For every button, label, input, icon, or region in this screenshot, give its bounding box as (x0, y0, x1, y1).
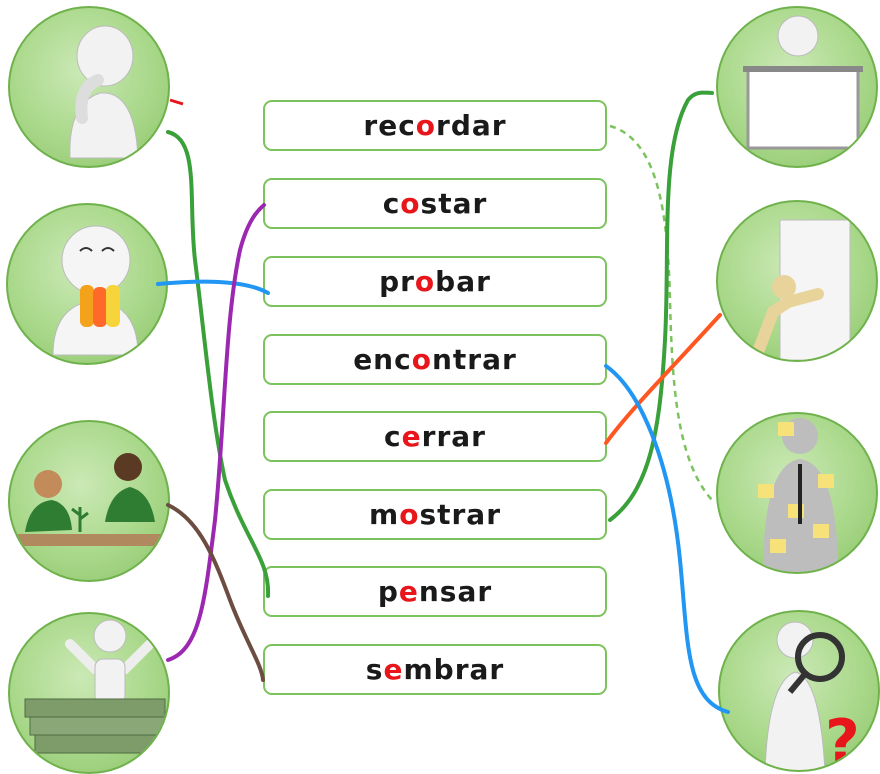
word-highlight-letter: e (401, 420, 422, 453)
word-prefix: rec (363, 109, 416, 142)
picture-tasting-popsicle[interactable] (6, 203, 168, 365)
word-highlight-letter: o (415, 109, 437, 142)
tasting-popsicle-icon (52, 225, 139, 356)
line-planting-to-sembrar (166, 503, 265, 682)
children-planting-icon (15, 453, 168, 546)
picture-children-planting[interactable] (8, 420, 170, 582)
person-with-sticky-notes-icon (758, 418, 838, 572)
picture-person-showing-board[interactable] (716, 6, 878, 168)
line-thinking-to-pensar (166, 130, 271, 598)
line-mostrar-to-board (608, 90, 714, 522)
line-encontrar-to-magnifier (604, 364, 730, 714)
line-popsicle-to-probar (156, 279, 270, 295)
picture-person-with-sticky-notes[interactable] (716, 412, 878, 574)
word-suffix: bar (435, 265, 491, 298)
line-red-tick (169, 98, 184, 106)
word-suffix: ntrar (431, 343, 517, 376)
word-suffix: rrar (421, 420, 486, 453)
word-prefix: s (365, 653, 384, 686)
word-suffix: strar (419, 498, 501, 531)
word-prefix: c (382, 187, 401, 220)
person-on-money-icon (24, 619, 168, 754)
word-suffix: rdar (436, 109, 507, 142)
word-prefix: pr (379, 265, 415, 298)
word-suffix: mbrar (403, 653, 505, 686)
picture-person-closing-door[interactable] (716, 200, 878, 362)
word-highlight-letter: o (399, 498, 420, 531)
word-highlight-letter: e (398, 575, 419, 608)
word-prefix: p (377, 575, 399, 608)
thinking-person-icon (69, 25, 139, 159)
word-suffix: star (420, 187, 488, 220)
word-highlight-letter: e (383, 653, 404, 686)
word-prefix: c (384, 420, 402, 453)
word-prefix: m (369, 498, 400, 531)
person-closing-door-icon (752, 219, 851, 360)
line-recordar-to-sticky-notes (609, 124, 713, 501)
picture-person-on-money[interactable] (8, 612, 170, 774)
word-highlight-letter: o (411, 343, 432, 376)
person-with-magnifier-question-icon: ? (764, 621, 860, 772)
word-highlight-letter: o (414, 265, 436, 298)
picture-thinking-person[interactable] (8, 6, 170, 168)
word-suffix: nsar (418, 575, 493, 608)
person-showing-board-icon (743, 15, 863, 150)
line-cerrar-to-door (604, 313, 722, 445)
line-money-to-costar (166, 203, 266, 662)
picture-person-with-magnifier-question[interactable]: ? (718, 610, 880, 772)
word-highlight-letter: o (400, 187, 421, 220)
word-prefix: enc (353, 343, 412, 376)
svg-text:?: ? (825, 707, 860, 772)
